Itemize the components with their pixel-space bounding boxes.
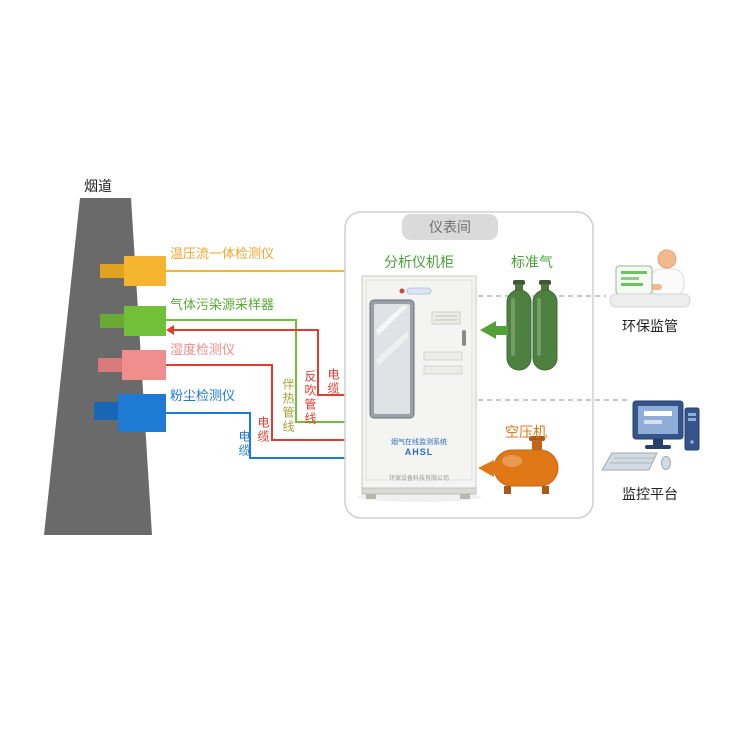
laptop-screen-line bbox=[621, 283, 643, 286]
analyzer-cabinet-graphic bbox=[357, 275, 481, 502]
monitor-screen-glyph bbox=[644, 411, 672, 416]
dust-probe bbox=[94, 402, 120, 420]
backflush-line bbox=[174, 329, 350, 396]
dust-sensor-block bbox=[118, 394, 166, 432]
cylinder-body bbox=[506, 289, 532, 371]
cabinet-base bbox=[361, 487, 477, 495]
line-label-cable-upper: 电缆 bbox=[326, 368, 340, 396]
window-reflection bbox=[376, 306, 408, 336]
supervision-label: 环保监管 bbox=[622, 318, 678, 334]
cabinet-foot bbox=[366, 494, 376, 499]
temp-flow-sensor-block bbox=[124, 256, 166, 286]
cylinder-body bbox=[532, 289, 558, 371]
dust-cable-line bbox=[166, 412, 350, 459]
monitor-stand bbox=[653, 439, 663, 445]
supervision-person-icon bbox=[609, 249, 691, 308]
humidity-cable-line bbox=[166, 364, 350, 441]
cabinet-footer-text: 环保设备科技有限公司 bbox=[388, 476, 449, 482]
pc-power-button bbox=[690, 440, 694, 444]
cabinet-vent bbox=[431, 311, 461, 325]
cabinet-model-text: AHSL bbox=[404, 447, 434, 457]
gas-sampler-probe bbox=[100, 314, 126, 328]
compressor-label: 空压机 bbox=[505, 424, 547, 440]
cylinder-neck bbox=[541, 284, 549, 292]
cylinder-neck bbox=[515, 284, 523, 292]
cylinder-highlight bbox=[511, 298, 515, 356]
compressor-highlight bbox=[502, 455, 522, 467]
monitor-screen-glyph bbox=[644, 420, 662, 424]
mouse bbox=[661, 456, 671, 470]
person-head bbox=[657, 249, 677, 269]
compressor-fitting bbox=[532, 440, 542, 452]
pc-tower-slot bbox=[688, 413, 696, 416]
temp-flow-probe bbox=[100, 264, 126, 278]
sensor-label-temp-pressure-flow: 温压流一体检测仪 bbox=[170, 246, 275, 261]
air-flow-arrow-icon bbox=[478, 460, 494, 477]
instrument-room-title-tab bbox=[402, 214, 498, 240]
laptop-screen-line bbox=[621, 271, 647, 274]
sensor-label-humidity: 湿度检测仪 bbox=[170, 342, 236, 357]
humidity-sensor-block bbox=[122, 350, 166, 380]
cabinet-logo-icon bbox=[399, 288, 405, 294]
gas-sampler-block bbox=[124, 306, 166, 336]
instrument-room-title: 仪表间 bbox=[429, 219, 471, 235]
pc-tower-slot bbox=[688, 418, 696, 421]
window-reflection-2 bbox=[376, 330, 408, 366]
monitoring-computer-icon bbox=[601, 400, 700, 471]
analyzer-cabinet-label: 分析仪机柜 bbox=[384, 254, 454, 270]
line-label-backflush: 反吹管线 bbox=[303, 370, 317, 426]
cabinet-door-handle bbox=[462, 330, 466, 346]
arrowhead-backflush-icon bbox=[166, 325, 174, 335]
platform-label: 监控平台 bbox=[622, 486, 678, 502]
cylinder-valve bbox=[539, 280, 551, 285]
laptop-screen-line bbox=[621, 277, 639, 280]
flue-label: 烟道 bbox=[84, 178, 112, 194]
cabinet-window-glass bbox=[374, 304, 410, 414]
line-label-cable-lower: 电缆 bbox=[256, 416, 270, 444]
keyboard bbox=[601, 452, 658, 471]
cabinet-panel-slot bbox=[423, 351, 463, 361]
heat-traced-sample-line bbox=[166, 319, 350, 423]
line-label-heat-traced: 伴热管线 bbox=[281, 378, 295, 434]
cabinet-panel-slot bbox=[423, 365, 463, 375]
gas-flow-arrow-icon bbox=[480, 321, 496, 339]
standard-gas-label: 标准气 bbox=[511, 254, 553, 270]
sensor-label-gas-sampler: 气体污染源采样器 bbox=[170, 297, 275, 312]
cabinet-system-name: 烟气在线监测系统 bbox=[391, 439, 447, 446]
gas-cylinders-icon bbox=[480, 280, 558, 371]
air-flow-arrow-shaft bbox=[492, 464, 497, 473]
line-label-cable-blue: 电缆 bbox=[237, 430, 251, 458]
person-body bbox=[649, 268, 685, 297]
cabinet-foot bbox=[460, 494, 470, 499]
humidity-probe bbox=[98, 358, 124, 372]
desk bbox=[609, 293, 691, 308]
cabinet-door-outline bbox=[365, 279, 473, 481]
cylinder-valve bbox=[513, 280, 525, 285]
gas-flow-arrow-shaft bbox=[494, 326, 508, 335]
compressor-tank bbox=[493, 449, 559, 487]
compressor-cap bbox=[529, 436, 545, 441]
sensor-label-dust: 粉尘检测仪 bbox=[170, 388, 236, 403]
compressor-leg bbox=[504, 486, 511, 494]
cylinder-highlight bbox=[537, 298, 541, 356]
compressor-icon bbox=[478, 436, 559, 494]
compressor-leg bbox=[542, 486, 549, 494]
monitor-base bbox=[645, 445, 671, 449]
cabinet-logo-text-mark bbox=[406, 287, 432, 295]
